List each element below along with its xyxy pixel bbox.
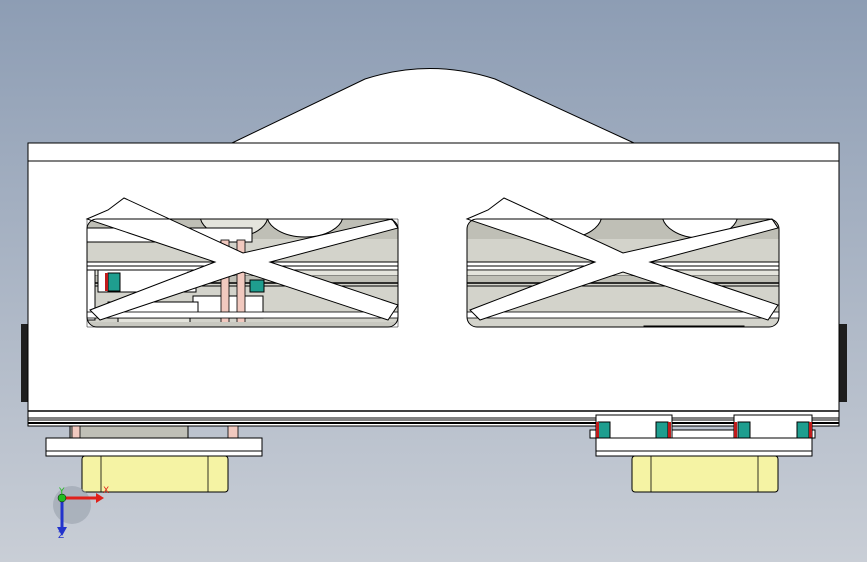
left-motor-body	[81, 455, 229, 493]
left-foot-plate	[45, 437, 263, 457]
left-truss-x-1	[85, 197, 399, 321]
right-window-truss	[465, 197, 779, 321]
left-foot-pin-2	[227, 425, 239, 439]
left-pin-1	[220, 239, 230, 327]
right-side-clamp	[839, 324, 847, 402]
right-truss-x-1	[465, 197, 779, 321]
triad-x-arrow	[96, 493, 104, 503]
triad-z-arrow	[57, 527, 67, 536]
right-foot-assembly	[589, 414, 816, 493]
right-foot-plate	[595, 437, 813, 457]
right-motor-body	[631, 455, 779, 493]
left-side-clamp	[21, 324, 28, 402]
triad-origin-shadow	[53, 486, 91, 524]
left-foot-assembly	[45, 425, 263, 493]
triad-y-origin	[57, 493, 67, 503]
left-window-opening	[86, 218, 399, 328]
right-window-opening	[466, 218, 780, 328]
left-upper-roller-2	[266, 219, 344, 238]
left-guide-block-3	[249, 279, 265, 293]
left-guide-block-1	[107, 272, 121, 292]
left-pin-2	[236, 239, 246, 327]
top-cover-hump	[231, 68, 635, 144]
left-foot-pin-1	[71, 425, 81, 439]
coordinate-triad	[53, 486, 104, 536]
